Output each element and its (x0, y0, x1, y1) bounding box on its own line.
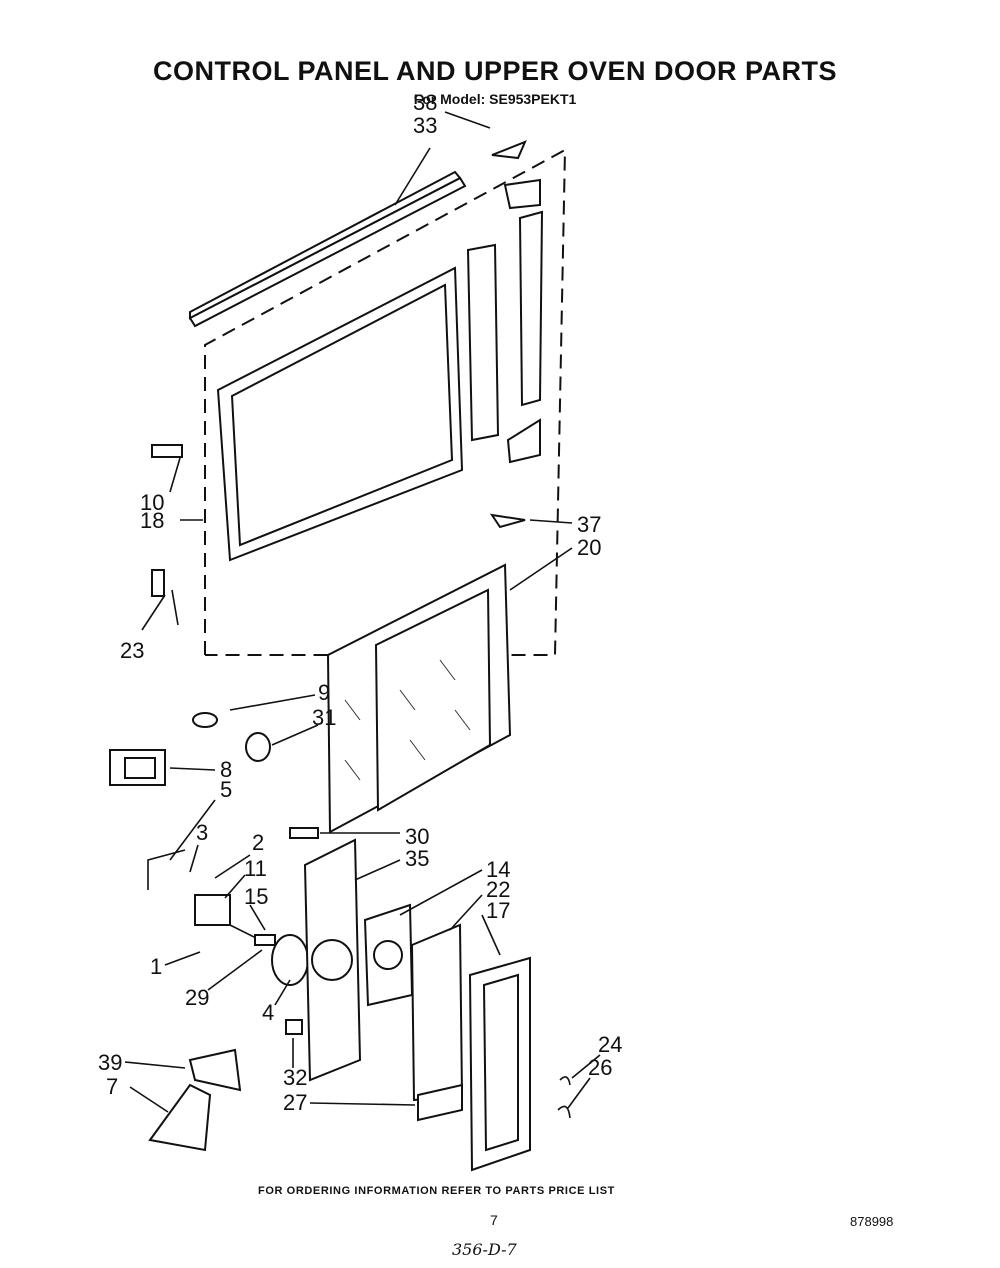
part-screw (151, 444, 183, 458)
part-spacer (254, 934, 276, 946)
part-glass-panel-front (374, 588, 492, 812)
model-number: For Model: SE953PEKT1 (413, 91, 577, 107)
callout-2: 2 (252, 830, 264, 855)
part-dial (271, 934, 309, 986)
callout-5: 5 (220, 777, 232, 802)
callout-39: 39 (98, 1050, 122, 1075)
document-number: 878998 (850, 1214, 894, 1229)
callout-27: 27 (283, 1090, 307, 1115)
part-side-channel-right (518, 210, 544, 407)
callout-9: 9 (318, 680, 330, 705)
callout-8: 8 (220, 757, 232, 782)
part-door-frame-inner (230, 283, 454, 547)
part-panel-glass (410, 923, 464, 1102)
callout-33: 33 (413, 113, 437, 138)
part-top-trim-2 (189, 170, 462, 320)
part-switch (194, 894, 231, 926)
part-screw-30 (289, 827, 319, 839)
part-lamp-socket (192, 712, 218, 728)
callout-7: 7 (106, 1074, 118, 1099)
callout-3: 3 (196, 820, 208, 845)
callout-15: 15 (244, 884, 268, 909)
page-title: CONTROL PANEL AND UPPER OVEN DOOR PARTS (152, 56, 838, 86)
callout-18: 18 (140, 508, 164, 533)
callout-11: 11 (244, 856, 267, 881)
callout-29: 29 (185, 985, 209, 1010)
part-bracket-39 (188, 1048, 242, 1092)
part-corner-bracket-top (503, 178, 541, 210)
callout-17: 17 (486, 898, 510, 923)
part-bracket-37 (489, 513, 526, 529)
callout-26: 26 (588, 1055, 612, 1080)
part-cover-7 (148, 1083, 212, 1152)
callout-30: 30 (405, 824, 429, 849)
part-hinge (151, 569, 165, 597)
part-wire-bracket (147, 849, 186, 890)
callout-1: 1 (150, 954, 162, 979)
part-clip-26 (557, 1105, 571, 1119)
callout-23: 23 (120, 638, 144, 663)
part-knob-31 (245, 732, 271, 762)
ordering-note: FOR ORDERING INFORMATION REFER TO PARTS … (258, 1185, 615, 1197)
callout-32: 32 (283, 1065, 307, 1090)
callout-10: 10 (140, 490, 164, 515)
part-corner-bracket-bottom (506, 418, 541, 464)
part-bracket-38 (491, 140, 527, 160)
page-number: 7 (490, 1212, 498, 1228)
callout-4: 4 (262, 1000, 274, 1025)
callout-37: 37 (577, 512, 601, 537)
part-side-channel (466, 243, 500, 442)
part-nameplate (417, 1083, 463, 1122)
callout-31: 31 (312, 705, 336, 730)
assembly-boundary (204, 148, 567, 656)
leader-lines (124, 111, 601, 1113)
callout-38: 38 (413, 90, 437, 115)
callout-24: 24 (598, 1032, 622, 1057)
part-rocker-switch (285, 1019, 303, 1035)
part-clip-24 (559, 1076, 571, 1086)
callout-20: 20 (577, 535, 601, 560)
callout-35: 35 (405, 846, 429, 871)
glass-hatching (344, 659, 471, 781)
handwritten-code: 356-D-7 (452, 1240, 517, 1259)
callout-22: 22 (486, 877, 510, 902)
callout-14: 14 (486, 857, 510, 882)
